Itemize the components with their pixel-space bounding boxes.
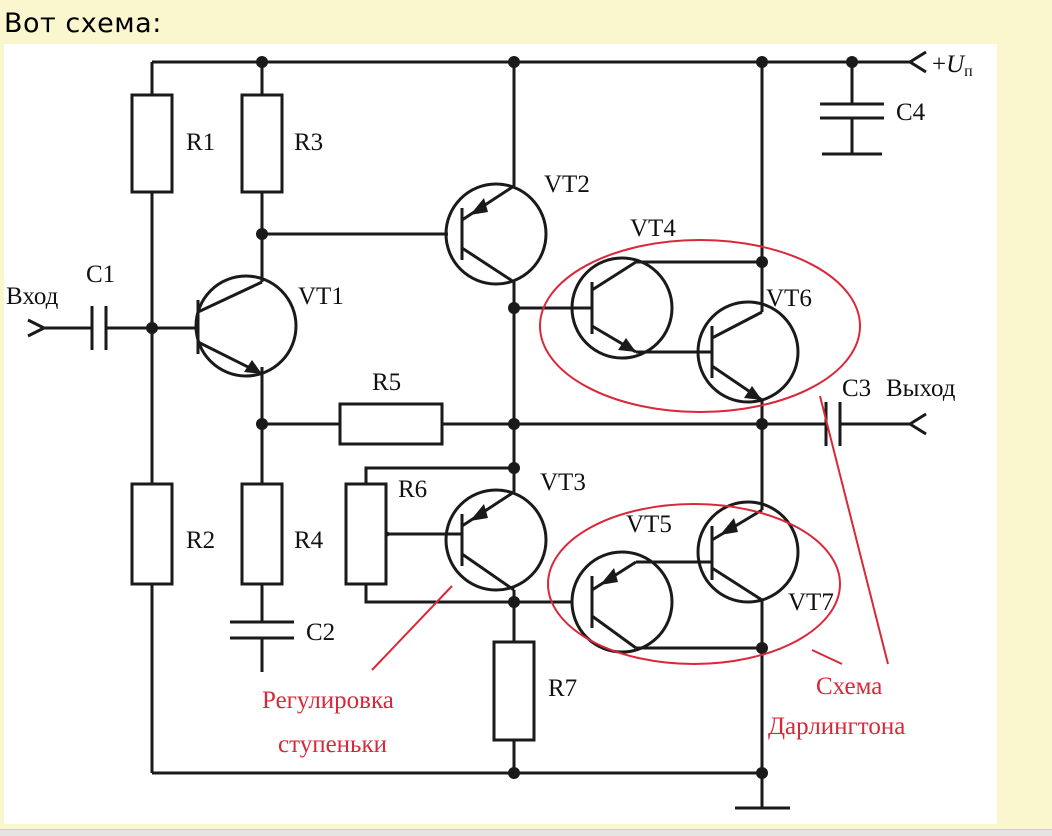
emitter-arrows — [244, 198, 762, 585]
annotation-step-line1: Регулировка — [262, 687, 394, 714]
label-c3: C3 — [842, 375, 871, 402]
label-r3: R3 — [294, 129, 323, 156]
label-r5: R5 — [372, 369, 401, 396]
label-r2: R2 — [186, 527, 215, 554]
supply-subscript: п — [964, 63, 973, 80]
annotation-darlington-line2: Дарлингтона — [768, 713, 905, 740]
annotation-darlington-line1: Схема — [816, 673, 882, 700]
supply-symbol: U — [946, 51, 966, 78]
post-divider — [0, 829, 1052, 836]
label-vt3: VT3 — [540, 469, 586, 496]
wires — [27, 50, 927, 810]
label-supply: +Uп — [932, 51, 973, 80]
label-r7: R7 — [548, 675, 577, 702]
label-vt7: VT7 — [788, 589, 834, 616]
label-output: Выход — [886, 375, 956, 402]
label-r6: R6 — [398, 476, 427, 503]
schematic-image: R1 R3 R2 R4 R5 R6 R7 C1 C2 C3 C4 VT1 VT2… — [4, 44, 997, 824]
label-vt2: VT2 — [544, 171, 590, 198]
label-vt1: VT1 — [298, 283, 344, 310]
junction-dots — [146, 56, 858, 779]
supply-prefix: + — [932, 51, 946, 78]
label-c1: C1 — [86, 261, 115, 288]
label-c4: C4 — [896, 99, 926, 126]
post-caption: Вот схема: — [4, 8, 162, 39]
amplifier-schematic: R1 R3 R2 R4 R5 R6 R7 C1 C2 C3 C4 VT1 VT2… — [6, 50, 973, 810]
label-r1: R1 — [186, 129, 215, 156]
label-vt6: VT6 — [766, 285, 812, 312]
label-vt4: VT4 — [630, 215, 676, 242]
label-input: Вход — [6, 283, 59, 310]
label-vt5: VT5 — [626, 511, 672, 538]
annotation-marks — [371, 239, 889, 671]
label-c2: C2 — [306, 619, 335, 646]
annotation-step-line2: ступеньки — [278, 731, 387, 758]
label-r4: R4 — [294, 527, 324, 554]
resistors — [130, 93, 536, 742]
